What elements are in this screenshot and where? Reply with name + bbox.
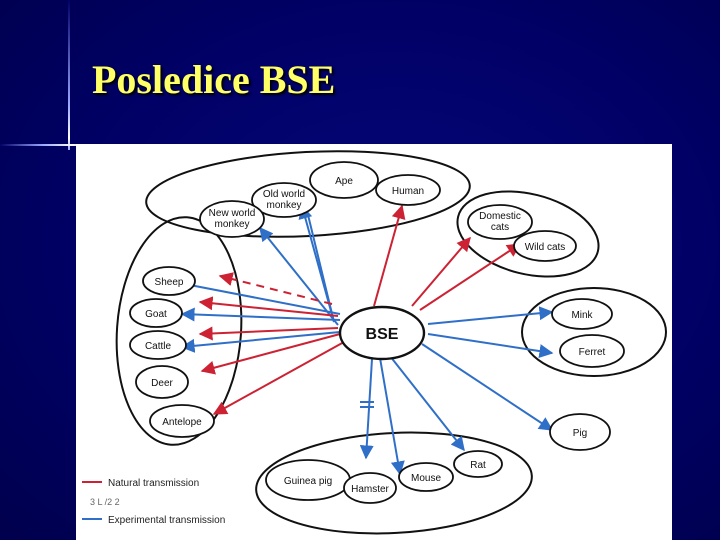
node-hamster	[343, 472, 397, 504]
label-cattle: Cattle	[145, 341, 172, 352]
node-human	[375, 174, 441, 206]
label-new-world-monkey-line1: New world	[209, 208, 256, 219]
arrow-to-antelope-natural	[212, 341, 345, 415]
node-antelope	[149, 404, 215, 438]
arrow-to-mouse	[379, 357, 405, 476]
node-mink	[551, 298, 613, 330]
arrow-to-human	[373, 204, 406, 307]
node-domestic-cats	[467, 204, 533, 240]
node-pig	[549, 413, 611, 451]
label-rat: Rat	[470, 460, 486, 471]
slide-title: Posledice BSE	[92, 57, 336, 102]
arrow-to-goat-experimental	[180, 307, 341, 322]
label-bse: BSE	[366, 326, 399, 343]
node-sheep	[142, 266, 196, 296]
arrow-to-new-world-monkey	[259, 226, 339, 326]
label-ferret: Ferret	[579, 347, 606, 358]
node-deer	[135, 365, 189, 399]
mustelids-group	[521, 287, 667, 377]
decorative-horizontal-line	[0, 144, 86, 146]
cats-group	[456, 190, 600, 278]
arrow-to-mink	[427, 306, 554, 325]
rodents-group	[255, 431, 533, 535]
label-pig: Pig	[573, 428, 587, 439]
node-new-world-monkey	[199, 200, 265, 238]
decorative-vertical-line	[68, 0, 70, 150]
bse-transmission-diagram: Ape Human Old world monkey New world mon…	[76, 144, 672, 540]
arrow-to-ferret	[427, 333, 554, 359]
legend-experimental-label: Experimental transmission	[108, 515, 225, 526]
node-cattle	[129, 330, 187, 360]
arrow-to-wild-cats	[419, 243, 522, 311]
arrow-to-goat-natural	[198, 296, 339, 317]
label-deer: Deer	[151, 378, 173, 389]
node-rat	[453, 450, 503, 478]
label-ape: Ape	[335, 176, 353, 187]
label-human: Human	[392, 186, 424, 197]
node-goat	[129, 298, 183, 328]
node-mouse	[398, 462, 454, 492]
label-goat: Goat	[145, 309, 167, 320]
node-ape	[309, 161, 379, 199]
label-mink: Mink	[571, 310, 593, 321]
arrow-to-sheep-natural	[218, 272, 333, 305]
label-domestic-cats-line1: Domestic	[479, 211, 521, 222]
arrow-to-pig	[421, 343, 554, 431]
handwritten-note: 3 L /2 2	[90, 497, 120, 507]
node-bse	[338, 305, 426, 361]
legend-natural-label: Natural transmission	[108, 478, 199, 489]
node-ferret	[559, 334, 625, 368]
label-hamster: Hamster	[351, 484, 389, 495]
label-domestic-cats-line2: cats	[491, 222, 509, 233]
arrow-to-guinea-pig	[359, 358, 374, 460]
arrow-to-cattle-natural	[198, 326, 339, 341]
arrow-to-deer-natural	[200, 333, 341, 375]
label-old-world-monkey-line2: monkey	[266, 200, 301, 211]
label-wild-cats: Wild cats	[525, 242, 566, 253]
arrow-to-cattle-experimental	[180, 331, 341, 353]
label-new-world-monkey-line2: monkey	[214, 219, 249, 230]
arrow-to-rat	[389, 355, 465, 452]
label-guinea-pig: Guinea pig	[284, 476, 332, 487]
label-antelope: Antelope	[162, 417, 202, 428]
label-sheep: Sheep	[155, 277, 184, 288]
node-old-world-monkey	[251, 182, 317, 218]
arrow-to-domestic-cats	[411, 236, 471, 307]
ruminants-group	[115, 216, 243, 446]
label-mouse: Mouse	[411, 473, 441, 484]
node-wild-cats	[513, 230, 577, 262]
label-old-world-monkey-line1: Old world	[263, 189, 305, 200]
